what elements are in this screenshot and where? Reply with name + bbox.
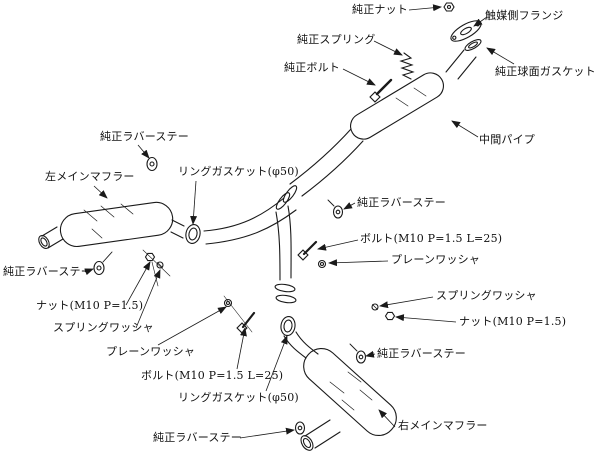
- label-genuine-spring: 純正スプリング: [297, 33, 376, 46]
- label-ring-gasket-1: リングガスケット(φ50): [178, 165, 299, 178]
- middle-pipe-resonator: [350, 72, 444, 140]
- ring-gasket-left: [185, 224, 201, 244]
- exploded-washer-bolt: [223, 295, 256, 334]
- label-left-main-muffler: 左メインマフラー: [45, 170, 135, 183]
- rubber-stay-upper-left: [146, 156, 158, 172]
- ring-gasket-right: [280, 315, 296, 337]
- label-right-main-muffler: 右メインマフラー: [398, 419, 488, 432]
- y-pipe-right-branch: [275, 205, 292, 281]
- right-muffler-inlet: [283, 331, 319, 359]
- genuine-bolt-part: [369, 78, 393, 103]
- label-genuine-nut: 純正ナット: [352, 3, 408, 16]
- label-rubber-stay-3: 純正ラバーステー: [3, 265, 92, 278]
- label-nut-m10-2: ナット(M10 P=1.5): [459, 315, 567, 328]
- joint-bolt-part: [297, 240, 318, 261]
- label-rubber-stay-2: 純正ラバーステー: [357, 196, 446, 209]
- left-tailpipe: [38, 226, 64, 250]
- rubber-stay-mid-pipe: [327, 199, 344, 219]
- lower-joint-spring-washer: [371, 303, 379, 311]
- rubber-stay-right-tailpipe: [294, 421, 306, 435]
- y-pipe-left-branch: [203, 197, 297, 245]
- label-rubber-stay-1: 純正ラバーステー: [100, 130, 189, 143]
- lower-joint-flanges: [274, 283, 297, 304]
- label-plain-washer-2: プレーンワッシャ: [106, 345, 196, 358]
- left-hardware-cluster: [142, 249, 171, 287]
- rubber-stay-right-muffler: [349, 343, 367, 364]
- spherical-gasket-part: [464, 39, 482, 51]
- label-spherical-gasket: 純正球面ガスケット: [495, 65, 596, 78]
- leader-lines: [84, 4, 515, 439]
- label-middle-pipe: 中間パイプ: [479, 133, 535, 146]
- label-spring-washer-1: スプリングワッシャ: [53, 321, 154, 334]
- label-bolt-m10-2: ボルト(M10 P=1.5 L=25): [141, 369, 284, 382]
- label-nut-m10-1: ナット(M10 P=1.5): [36, 299, 144, 312]
- right-main-muffler: [303, 347, 397, 437]
- lower-joint-nut: [384, 311, 396, 321]
- label-genuine-bolt: 純正ボルト: [284, 61, 340, 74]
- label-rubber-stay-5: 純正ラバーステー: [153, 431, 242, 444]
- front-pipe: [445, 49, 477, 80]
- upper-joint-flanges: [275, 185, 298, 210]
- left-muffler-inlet: [170, 219, 185, 239]
- left-main-muffler: [59, 201, 174, 248]
- label-catalyst-flange: 触媒側フランジ: [485, 9, 564, 22]
- label-ring-gasket-2: リングガスケット(φ50): [178, 391, 299, 404]
- catalyst-flange-part: [450, 20, 482, 42]
- label-plain-washer-1: プレーンワッシャ: [391, 253, 481, 266]
- label-spring-washer-2: スプリングワッシャ: [436, 289, 537, 302]
- genuine-nut-part: [443, 2, 455, 12]
- right-tailpipe: [300, 419, 341, 451]
- rubber-stay-left: [93, 251, 113, 276]
- genuine-spring-part: [399, 52, 415, 80]
- joint-plain-washer-part: [317, 259, 327, 269]
- mid-pipe: [289, 128, 364, 197]
- label-rubber-stay-4: 純正ラバーステー: [377, 347, 466, 360]
- label-bolt-m10-1: ボルト(M10 P=1.5 L=25): [360, 232, 503, 245]
